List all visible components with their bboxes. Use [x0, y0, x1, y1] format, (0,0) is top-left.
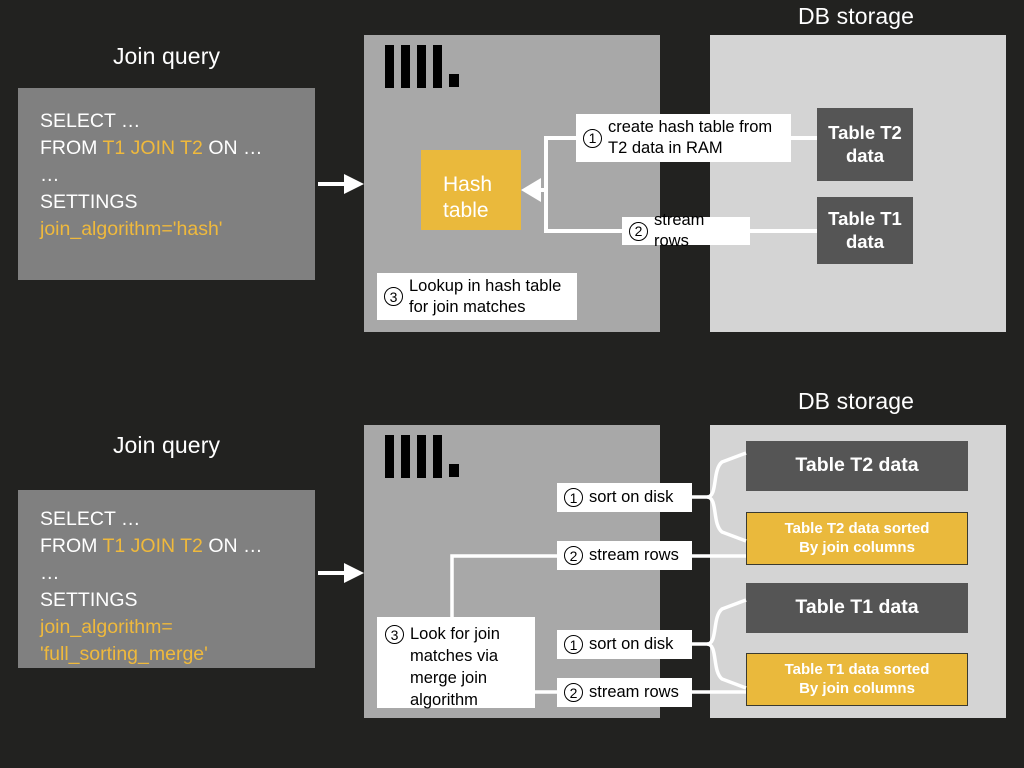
query-line-settings: SETTINGS [40, 191, 138, 213]
db-storage-label-bottom: DB storage [797, 388, 915, 414]
join-query-heading-bottom: Join query [112, 432, 221, 458]
query-from-keyword: FROM [40, 137, 103, 159]
query-join-tables: T1 JOIN T2 [102, 137, 203, 159]
table-block-label: Table T1 data [828, 207, 902, 252]
join-query-box-hash: SELECT … FROM T1 JOIN T2 ON … … SETTINGS… [18, 88, 315, 280]
step-badge: 2 [564, 683, 583, 702]
callout-text: Lookup in hash table for join matches [409, 276, 562, 316]
table-block-label: Table T2 data [795, 454, 919, 477]
query-on-clause: ON … [202, 137, 263, 159]
table-block-label: Table T1 data sorted By join columns [784, 660, 930, 697]
callout-step-2-stream-t1: 2 stream rows [557, 678, 692, 707]
logo-bar-3 [417, 435, 426, 478]
callout-step-2-hash: 2 stream rows [622, 211, 750, 250]
step-badge: 2 [629, 221, 648, 241]
table-block-t1-data-hash: Table T1 data [817, 197, 913, 264]
logo-bar-2 [401, 435, 410, 478]
callout-text: Look for join matches via merge join alg… [410, 625, 500, 709]
callout-text: stream rows [589, 546, 679, 564]
query-line-settings: SETTINGS [40, 589, 138, 611]
callout-step-3-hash: 3 Lookup in hash table for join matches [377, 273, 577, 320]
join-query-box-merge: SELECT … FROM T1 JOIN T2 ON … … SETTINGS… [18, 490, 315, 668]
callout-step-1-sort-t2: 1 sort on disk [557, 483, 692, 512]
hash-table-label-line1: Hash [443, 173, 493, 196]
query-line-join-algorithm-value: 'full_sorting_merge' [40, 643, 208, 665]
table-block-t2-sorted: Table T2 data sorted By join columns [746, 512, 968, 565]
query-line-join-algorithm: join_algorithm='hash' [40, 218, 223, 240]
callout-step-1-sort-t1: 1 sort on disk [557, 630, 692, 659]
db-storage-panel-hash [710, 35, 1006, 332]
table-block-t1-sorted: Table T1 data sorted By join columns [746, 653, 968, 706]
query-line-ellipsis: … [40, 562, 61, 584]
callout-step-1-hash: 1 create hash table from T2 data in RAM [576, 114, 791, 162]
query-line-select: SELECT … [40, 110, 141, 132]
query-line-select: SELECT … [40, 508, 141, 530]
logo-dot [449, 464, 459, 477]
table-block-label: Table T1 data [795, 596, 919, 619]
step-badge: 1 [564, 635, 583, 654]
query-line-join-algorithm: join_algorithm= [40, 616, 173, 638]
logo-bar-3 [417, 45, 426, 88]
callout-step-2-stream-t2: 2 stream rows [557, 541, 692, 570]
hash-table-label-line2: table [443, 199, 489, 222]
clickhouse-logo-top [385, 45, 459, 88]
arrow-query-to-engine-hash [318, 174, 364, 194]
step-badge: 3 [385, 625, 404, 644]
arrow-query-to-engine-merge [318, 563, 364, 583]
logo-bar-4 [433, 435, 442, 478]
callout-text: create hash table from T2 data in RAM [608, 118, 773, 157]
table-block-t2-data-merge: Table T2 data [746, 441, 968, 491]
step-badge: 3 [384, 287, 403, 306]
query-line-from: FROM T1 JOIN T2 ON … [40, 135, 293, 162]
logo-dot [449, 74, 459, 87]
table-block-t1-data-merge: Table T1 data [746, 583, 968, 633]
query-on-clause: ON … [202, 535, 263, 557]
step-badge: 1 [583, 128, 602, 148]
query-line-ellipsis: … [40, 164, 61, 186]
table-block-label: Table T2 data sorted By join columns [784, 519, 930, 556]
callout-text: stream rows [589, 683, 679, 701]
step-badge: 1 [564, 488, 583, 507]
hash-table-block: Hash table [421, 150, 521, 230]
callout-step-3-merge: 3 Look for join matches via merge join a… [377, 617, 535, 709]
step-badge: 2 [564, 546, 583, 565]
join-query-heading-top: Join query [112, 43, 221, 69]
table-block-label: Table T2 data [828, 121, 902, 166]
table-block-t2-data-hash: Table T2 data [817, 108, 913, 181]
callout-text: sort on disk [589, 488, 674, 506]
query-from-keyword: FROM [40, 535, 103, 557]
callout-text: sort on disk [589, 635, 674, 653]
logo-bar-4 [433, 45, 442, 88]
logo-bar-1 [385, 435, 394, 478]
callout-text: stream rows [654, 211, 705, 250]
query-join-tables: T1 JOIN T2 [102, 535, 203, 557]
clickhouse-logo-bottom [385, 435, 459, 478]
logo-bar-2 [401, 45, 410, 88]
db-storage-label-top: DB storage [797, 3, 915, 29]
logo-bar-1 [385, 45, 394, 88]
query-line-from: FROM T1 JOIN T2 ON … [40, 533, 293, 560]
